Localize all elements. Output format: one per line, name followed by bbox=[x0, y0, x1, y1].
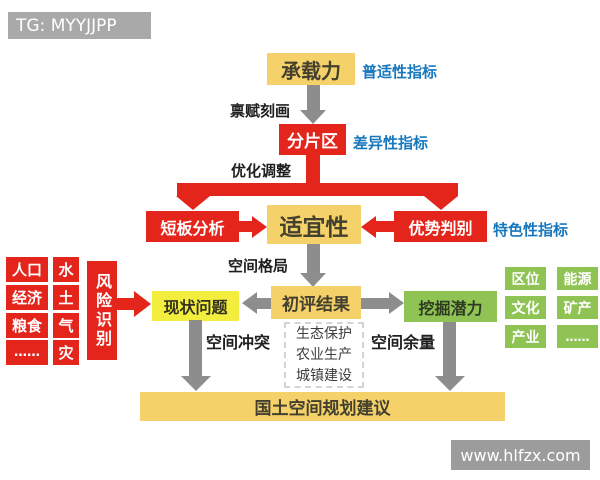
arrow-risk-to-problems-head bbox=[134, 291, 151, 317]
arrow-capacity-to-zoning-head bbox=[300, 110, 326, 124]
arrow-advantage-to-suitability-head bbox=[361, 216, 376, 238]
arrow-problems-to-suggestion-shaft bbox=[189, 320, 202, 376]
risk-factor-population: 人口 bbox=[6, 257, 48, 282]
arrow-suitability-to-results-head bbox=[300, 273, 326, 287]
risk-factor-water: 水 bbox=[53, 257, 79, 282]
arrow-results-to-potential-shaft bbox=[361, 298, 389, 309]
potential-factor-industry: 产业 bbox=[505, 325, 546, 348]
risk-factor-grain: 粮食 bbox=[6, 313, 48, 338]
label-spatial-conflict: 空间冲突 bbox=[206, 333, 271, 352]
arrow-results-to-potential-head bbox=[389, 292, 404, 314]
node-suitability: 适宜性 bbox=[267, 205, 361, 244]
potential-factor-ellipsis: …… bbox=[557, 325, 598, 348]
node-current-problems: 现状问题 bbox=[152, 291, 239, 321]
arrow-capacity-to-zoning-shaft bbox=[307, 85, 320, 111]
node-risk-identification: 风险识别 bbox=[87, 261, 117, 360]
node-tap-potential: 挖掘潜力 bbox=[404, 291, 497, 322]
branch-head-left bbox=[176, 196, 210, 210]
watermark-text: www.hlfzx.com bbox=[460, 445, 581, 465]
node-zoning: 分片区 bbox=[279, 124, 346, 155]
branch-bar bbox=[177, 183, 458, 196]
branch-stem bbox=[306, 154, 320, 185]
three-types-box: 生态保护 农业生产 城镇建设 bbox=[284, 322, 364, 388]
tg-banner: TG: MYYJJPP bbox=[8, 12, 151, 39]
risk-factor-ellipsis: …… bbox=[6, 340, 48, 365]
potential-factor-minerals: 矿产 bbox=[557, 296, 598, 319]
three-types-line-urban: 城镇建设 bbox=[296, 367, 352, 384]
potential-factor-energy: 能源 bbox=[557, 267, 598, 290]
three-types-line-ecology: 生态保护 bbox=[296, 325, 352, 342]
arrow-shortboard-to-suitability-shaft bbox=[239, 221, 253, 232]
node-shortboard-analysis: 短板分析 bbox=[146, 211, 239, 242]
label-spatial-pattern: 空间格局 bbox=[228, 257, 289, 275]
node-initial-results: 初评结果 bbox=[271, 286, 361, 319]
arrow-advantage-to-suitability-shaft bbox=[376, 221, 394, 232]
label-endowment: 禀赋刻画 bbox=[230, 102, 291, 120]
risk-factor-disaster: 灾 bbox=[53, 340, 79, 365]
label-optimization: 优化调整 bbox=[231, 162, 292, 180]
potential-factor-culture: 文化 bbox=[505, 296, 546, 319]
arrow-potential-to-suggestion-shaft bbox=[443, 322, 456, 376]
arrow-shortboard-to-suitability-head bbox=[252, 216, 267, 238]
label-characteristic-indicator: 特色性指标 bbox=[493, 221, 569, 239]
arrow-suitability-to-results-shaft bbox=[307, 244, 320, 273]
arrow-results-to-problems-head bbox=[242, 292, 257, 314]
arrow-potential-to-suggestion-head bbox=[435, 376, 465, 391]
label-spatial-surplus: 空间余量 bbox=[371, 333, 436, 352]
risk-factor-climate: 气 bbox=[53, 313, 79, 338]
three-types-line-agriculture: 农业生产 bbox=[296, 346, 352, 363]
arrow-problems-to-suggestion-head bbox=[181, 376, 211, 391]
arrow-results-to-problems-shaft bbox=[257, 298, 271, 309]
potential-factor-location: 区位 bbox=[505, 267, 546, 290]
risk-factor-soil: 土 bbox=[53, 285, 79, 310]
watermark: www.hlfzx.com bbox=[451, 440, 590, 470]
arrow-risk-to-problems-shaft bbox=[117, 298, 134, 310]
label-universal-indicator: 普适性指标 bbox=[362, 63, 438, 81]
tg-banner-text: TG: MYYJJPP bbox=[16, 15, 117, 36]
branch-head-right bbox=[424, 196, 458, 210]
node-advantage-judgment: 优势判别 bbox=[394, 211, 487, 242]
risk-factor-economy: 经济 bbox=[6, 285, 48, 310]
label-differential-indicator: 差异性指标 bbox=[353, 134, 429, 152]
node-carrying-capacity: 承载力 bbox=[267, 53, 355, 85]
node-planning-suggestion: 国土空间规划建议 bbox=[140, 392, 505, 421]
